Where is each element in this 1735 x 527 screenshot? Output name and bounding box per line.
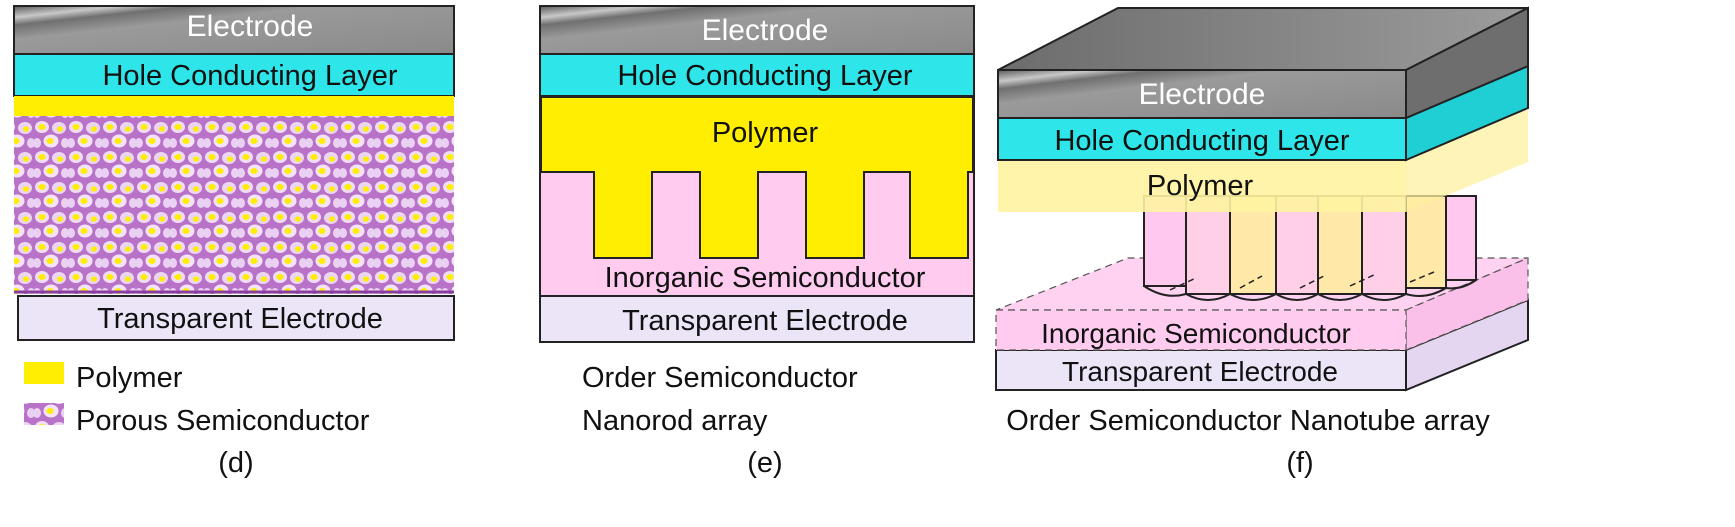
panel-f-nanotubes bbox=[1143, 195, 1477, 301]
panel-f-electrode-label: Electrode bbox=[1139, 78, 1266, 111]
panel-f: Transparent Electrode Inorganic Semicond… bbox=[995, 6, 1529, 479]
nanotube bbox=[1445, 195, 1477, 281]
panel-d-hole-layer bbox=[13, 53, 455, 97]
nanotube-bases bbox=[1143, 279, 1477, 301]
panel-e-polymer-label: Polymer bbox=[712, 117, 819, 149]
panel-e-inorganic-label: Inorganic Semiconductor bbox=[605, 262, 926, 294]
panel-f-inorganic-label: Inorganic Semiconductor bbox=[1041, 318, 1351, 349]
panel-f-electrode-front bbox=[997, 69, 1407, 119]
panel-e-hole-layer-label: Hole Conducting Layer bbox=[617, 60, 912, 92]
panel-e-electrode-label: Electrode bbox=[702, 14, 829, 47]
panel-f-polymer-label: Polymer bbox=[1147, 170, 1254, 202]
nanotube bbox=[1275, 195, 1319, 295]
legend-porous-swatch bbox=[24, 403, 64, 425]
panel-e: Electrode Hole Conducting Layer Polymer … bbox=[539, 5, 975, 479]
panel-d-polymer-strip bbox=[14, 96, 454, 116]
panel-e-polymer-fingers bbox=[540, 96, 974, 259]
panel-f-polymer-front bbox=[998, 160, 1406, 212]
panel-e-transparent-electrode bbox=[539, 295, 975, 343]
panel-f-inorganic-front bbox=[995, 309, 1407, 351]
panel-d-caption: (d) bbox=[218, 447, 253, 479]
panel-f-hole-front bbox=[997, 117, 1407, 161]
panel-f-inorganic-side bbox=[1405, 257, 1529, 351]
panel-d-electrode-label: Electrode bbox=[187, 10, 314, 43]
panel-d-porous-layer bbox=[14, 116, 454, 294]
panel-f-polymer-side bbox=[1406, 110, 1528, 212]
legend-porous-label: Porous Semiconductor bbox=[76, 405, 370, 437]
nanotube bbox=[1185, 195, 1231, 295]
panel-d-transparent-label: Transparent Electrode bbox=[97, 303, 383, 335]
panel-d-electrode bbox=[13, 5, 455, 55]
panel-d-hole-layer-label: Hole Conducting Layer bbox=[102, 60, 397, 92]
panel-d-transparent-electrode bbox=[17, 295, 455, 341]
panel-f-title: Order Semiconductor Nanotube array bbox=[1006, 405, 1490, 437]
panel-f-transparent-label: Transparent Electrode bbox=[1062, 356, 1338, 387]
panel-f-transparent-front bbox=[995, 349, 1407, 391]
nanotube-hidden-rims bbox=[1169, 271, 1435, 291]
panel-e-title-line2: Nanorod array bbox=[582, 405, 768, 437]
nanotube bbox=[1405, 195, 1447, 289]
legend-polymer-swatch bbox=[24, 362, 64, 384]
panel-e-hole-layer bbox=[539, 53, 975, 97]
panel-f-caption: (f) bbox=[1286, 447, 1313, 479]
panel-e-title-line1: Order Semiconductor bbox=[582, 362, 858, 394]
legend-polymer-label: Polymer bbox=[76, 362, 183, 394]
panel-e-transparent-label: Transparent Electrode bbox=[622, 305, 908, 337]
panel-e-caption: (e) bbox=[747, 447, 782, 479]
nanotube bbox=[1317, 195, 1363, 295]
panel-d: Electrode Hole Conducting Layer Transpar… bbox=[13, 5, 455, 479]
panel-f-hole-label: Hole Conducting Layer bbox=[1054, 125, 1349, 157]
